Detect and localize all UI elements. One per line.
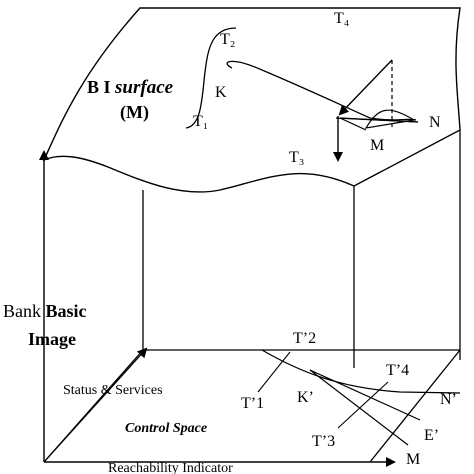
label-k: K [215,84,227,101]
label-e-prime: E’ [424,427,440,444]
trajectory-loop-k [226,60,417,121]
label-t2-prime: T’2 [293,330,317,347]
label-m: M [370,137,385,154]
line-m-to-n-lower [339,117,367,131]
floor-right-edge [369,349,461,463]
label-t3-prime: T’3 [312,433,336,450]
control-line-to-m [309,369,409,446]
label-k-prime: K’ [297,389,314,406]
control-space-label: Control Space [125,421,208,436]
arrow-to-k [338,59,393,116]
label-t4: T₄ [334,10,350,27]
label-t1: T₁ [193,113,209,130]
label-n-prime: N’ [440,391,457,408]
surface-title: B I surface [87,77,174,98]
control-curve-k [261,349,461,394]
label-t2: T₂ [220,31,236,48]
control-line-to-e [309,369,421,421]
vertical-axis-label: Bank Basic [3,301,87,321]
depth-axis-label: Status & Services [63,383,163,398]
control-line-t1p [257,351,291,393]
curve-t1-t2 [185,27,237,129]
bi-surface-outline [42,7,461,193]
vertical-axis-label-line2: Image [28,329,76,349]
label-t1-prime: T’1 [241,395,265,412]
control-line-t3p [337,381,389,429]
depth-axis-arrow [43,347,148,463]
label-t3: T₃ [289,149,305,166]
horizontal-axis-label: Reachability Indicator [108,461,233,474]
label-n: N [429,114,441,131]
label-t4-prime: T’4 [386,362,410,379]
label-m-corner: M [406,451,421,468]
surface-symbol: (M) [120,102,149,122]
line-m-n [335,117,419,123]
region-nm [364,109,416,129]
